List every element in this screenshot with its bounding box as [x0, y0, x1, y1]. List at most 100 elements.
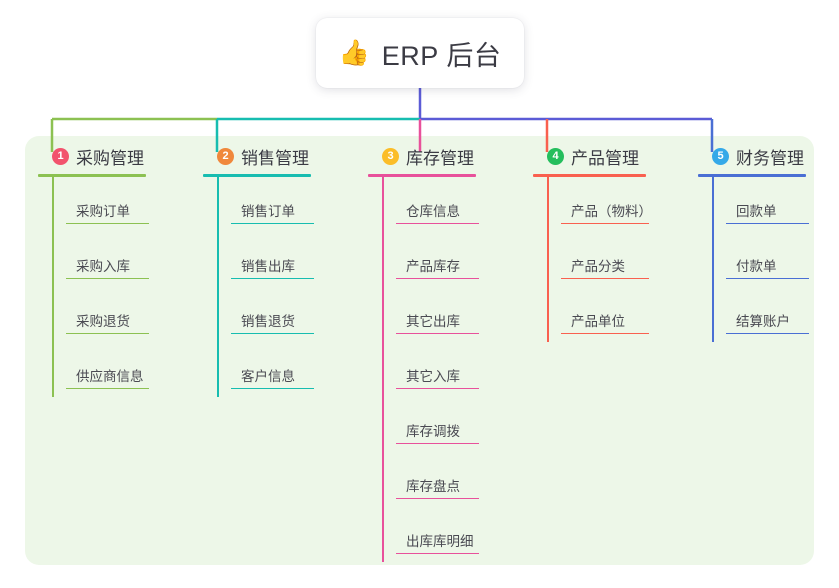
branch-item-underline: [726, 332, 809, 334]
branch-1[interactable]: 1 采购管理采购订单采购入库采购退货供应商信息: [38, 144, 149, 397]
branch-item-label: 销售订单: [241, 204, 295, 219]
branch-item-label: 结算账户: [736, 314, 790, 329]
branch-3[interactable]: 3 库存管理仓库信息产品库存其它出库其它入库库存调拨库存盘点出库库明细: [368, 144, 479, 562]
branch-header-2[interactable]: 2 销售管理: [203, 144, 311, 168]
branch-item[interactable]: 其它出库: [382, 287, 479, 342]
branch-item-underline: [66, 387, 149, 389]
branch-item-label: 采购退货: [76, 314, 130, 329]
branch-items: 采购订单采购入库采购退货供应商信息: [38, 177, 149, 397]
branch-item[interactable]: 其它入库: [382, 342, 479, 397]
branch-item-label: 回款单: [736, 204, 777, 219]
branch-item-label: 库存调拨: [406, 424, 460, 439]
branch-item[interactable]: 库存盘点: [382, 452, 479, 507]
thumbs-up-icon: 👍: [338, 38, 370, 67]
branch-item-underline: [396, 277, 479, 279]
branch-spine: [712, 177, 714, 342]
branch-item[interactable]: 产品单位: [547, 287, 649, 342]
branch-item-underline: [396, 332, 479, 334]
branch-header-3[interactable]: 3 库存管理: [368, 144, 476, 168]
branch-underline: [698, 174, 806, 177]
branch-header-1[interactable]: 1 采购管理: [38, 144, 146, 168]
branch-items: 销售订单销售出库销售退货客户信息: [203, 177, 314, 397]
branch-item[interactable]: 客户信息: [217, 342, 314, 397]
branch-header-4[interactable]: 4 产品管理: [533, 144, 646, 168]
branch-item-underline: [726, 222, 809, 224]
branch-item[interactable]: 结算账户: [712, 287, 809, 342]
branch-underline: [533, 174, 646, 177]
branch-title: 财务管理: [736, 148, 804, 168]
branch-item-underline: [66, 277, 149, 279]
branch-title: 销售管理: [241, 148, 309, 168]
branch-item-underline: [561, 277, 649, 279]
branch-underline: [203, 174, 311, 177]
branch-item-label: 采购订单: [76, 204, 130, 219]
branch-item[interactable]: 采购退货: [52, 287, 149, 342]
branch-item-label: 销售退货: [241, 314, 295, 329]
branch-item[interactable]: 采购入库: [52, 232, 149, 287]
branch-item-underline: [66, 222, 149, 224]
branch-item-underline: [561, 332, 649, 334]
branch-item-label: 付款单: [736, 259, 777, 274]
branch-item-underline: [231, 222, 314, 224]
branch-spine: [52, 177, 54, 397]
branch-item-label: 销售出库: [241, 259, 295, 274]
branch-item-label: 其它入库: [406, 369, 460, 384]
branch-items: 回款单付款单结算账户: [698, 177, 809, 342]
branch-title: 采购管理: [76, 148, 144, 168]
branch-number-badge: 3: [382, 147, 399, 165]
branch-title: 产品管理: [571, 148, 639, 168]
branch-item-label: 采购入库: [76, 259, 130, 274]
branch-item[interactable]: 销售出库: [217, 232, 314, 287]
branch-item[interactable]: 产品（物料）: [547, 177, 652, 232]
branch-item-label: 出库库明细: [406, 534, 474, 549]
branch-item-label: 产品库存: [406, 259, 460, 274]
branch-item[interactable]: 仓库信息: [382, 177, 479, 232]
branch-item-label: 客户信息: [241, 369, 295, 384]
branch-item[interactable]: 付款单: [712, 232, 809, 287]
branch-item-label: 仓库信息: [406, 204, 460, 219]
branch-item-label: 供应商信息: [76, 369, 144, 384]
branch-number-badge: 5: [712, 147, 729, 165]
branch-item-underline: [231, 387, 314, 389]
branch-header-5[interactable]: 5 财务管理: [698, 144, 806, 168]
branch-item-underline: [396, 442, 479, 444]
branch-number-badge: 1: [52, 147, 69, 165]
branch-2[interactable]: 2 销售管理销售订单销售出库销售退货客户信息: [203, 144, 314, 397]
branch-item-underline: [396, 222, 479, 224]
branch-item-underline: [561, 222, 649, 224]
branch-item-label: 产品单位: [571, 314, 625, 329]
branch-items: 产品（物料） 产品分类产品单位: [533, 177, 652, 342]
branch-item[interactable]: 产品分类: [547, 232, 649, 287]
branch-item-label: 其它出库: [406, 314, 460, 329]
branch-item[interactable]: 库存调拨: [382, 397, 479, 452]
branch-spine: [217, 177, 219, 397]
branch-underline: [38, 174, 146, 177]
branch-item[interactable]: 回款单: [712, 177, 809, 232]
branch-number-badge: 2: [217, 147, 234, 165]
branch-item[interactable]: 供应商信息: [52, 342, 149, 397]
branch-item-label: 产品分类: [571, 259, 625, 274]
branch-underline: [368, 174, 476, 177]
branch-spine: [547, 177, 549, 342]
branch-number-badge: 4: [547, 147, 564, 165]
branch-item[interactable]: 采购订单: [52, 177, 149, 232]
branch-item[interactable]: 销售退货: [217, 287, 314, 342]
branch-item-underline: [66, 332, 149, 334]
branch-item[interactable]: 出库库明细: [382, 507, 479, 562]
branch-spine: [382, 177, 384, 562]
branch-item-label: 库存盘点: [406, 479, 460, 494]
branch-item[interactable]: 产品库存: [382, 232, 479, 287]
branch-5[interactable]: 5 财务管理回款单付款单结算账户: [698, 144, 809, 342]
branch-item[interactable]: 销售订单: [217, 177, 314, 232]
branch-item-underline: [396, 552, 479, 554]
root-node[interactable]: 👍 ERP 后台: [316, 18, 524, 88]
branch-item-underline: [396, 497, 479, 499]
branch-items: 仓库信息产品库存其它出库其它入库库存调拨库存盘点出库库明细: [368, 177, 479, 562]
branches-panel: [25, 136, 814, 565]
branch-4[interactable]: 4 产品管理产品（物料） 产品分类产品单位: [533, 144, 652, 342]
branch-item-underline: [396, 387, 479, 389]
branch-item-underline: [726, 277, 809, 279]
branch-item-label: 产品（物料）: [571, 204, 652, 219]
branch-title: 库存管理: [406, 148, 474, 168]
